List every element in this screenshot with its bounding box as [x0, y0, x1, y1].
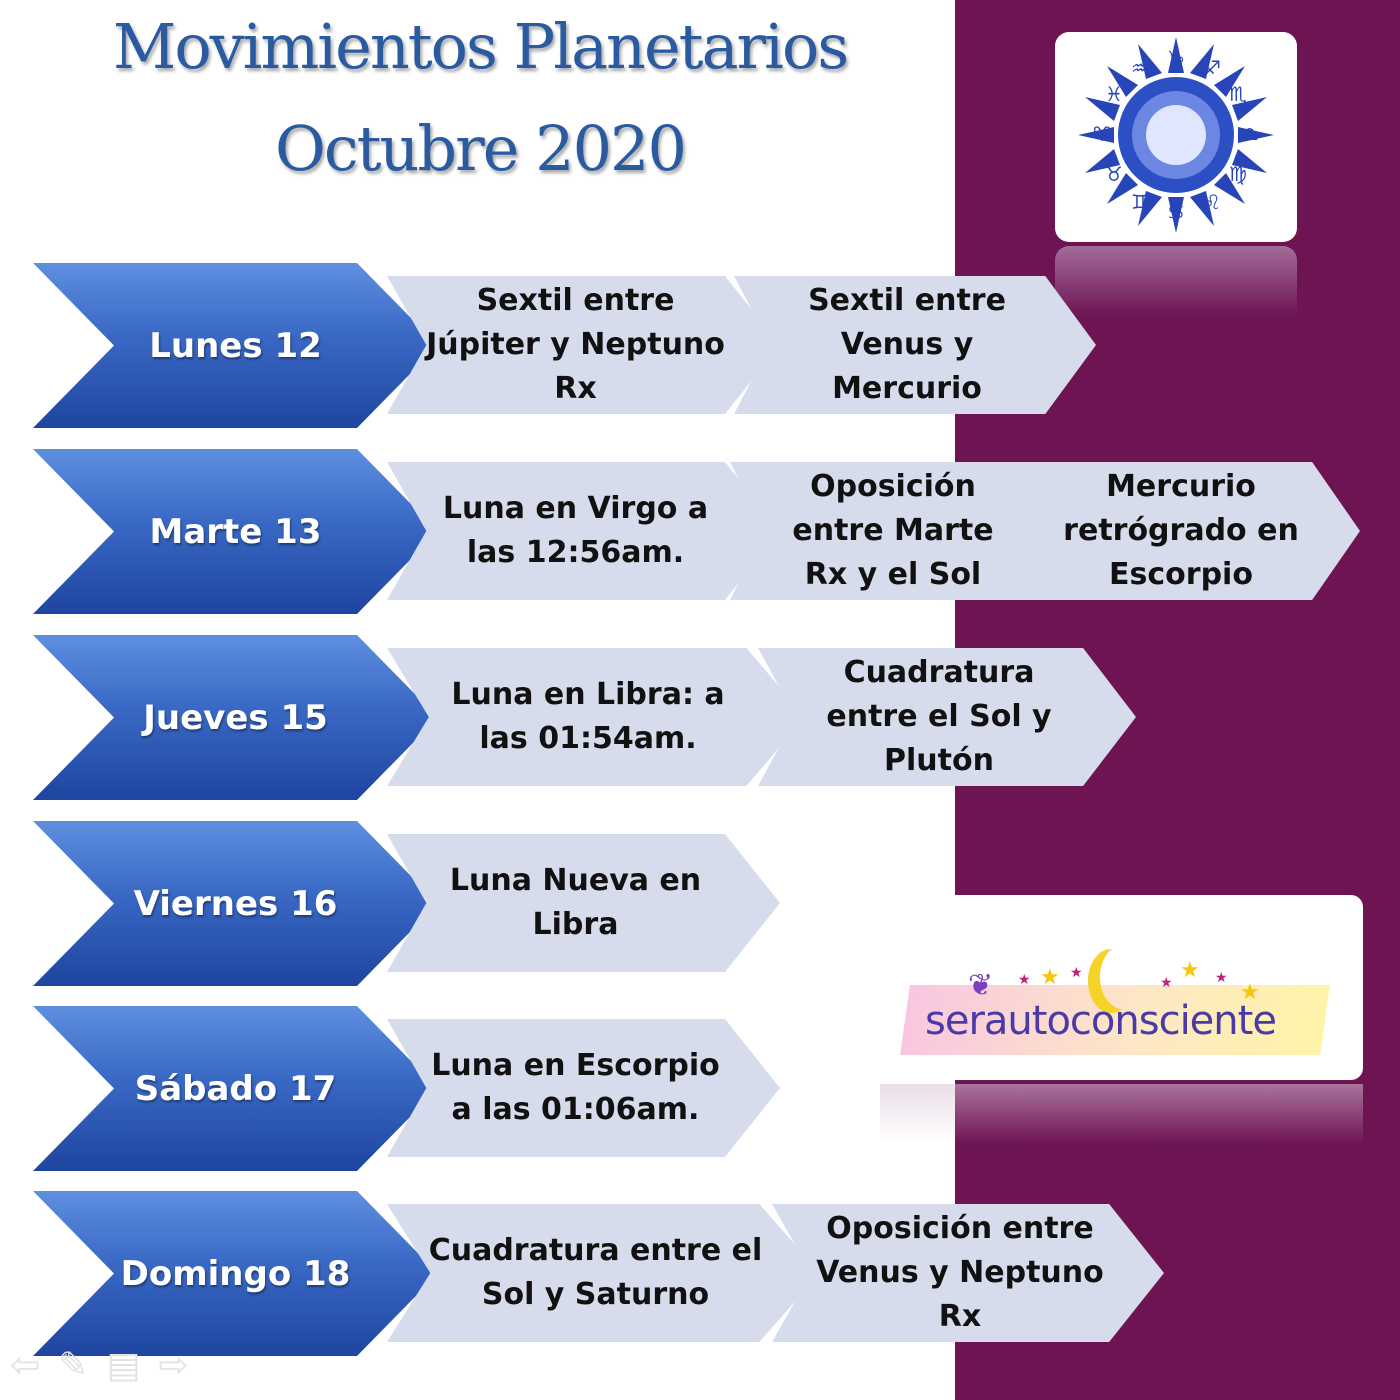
star-icon: ★: [1215, 970, 1228, 986]
event-label: Cuadratura entre el Sol y Saturno: [428, 1233, 763, 1312]
event-label: Sextil entre Júpiter y Neptuno Rx: [426, 283, 725, 406]
event-chevron: Oposición entre Marte Rx y el Sol: [730, 462, 1072, 600]
slideshow-nav-controls[interactable]: ⇦✎▤⇨: [10, 1345, 207, 1386]
day-label: Viernes 16: [133, 883, 338, 924]
day-label: Sábado 17: [134, 1068, 337, 1109]
event-chevron: Cuadratura entre el Sol y Plutón: [758, 648, 1136, 786]
svg-text:♈: ♈: [1093, 122, 1111, 146]
svg-text:♓: ♓: [1105, 82, 1123, 106]
svg-text:♉: ♉: [1105, 162, 1123, 186]
pen-icon[interactable]: ✎: [58, 1345, 107, 1386]
brand-reflection: [880, 1084, 1363, 1144]
svg-text:♊: ♊: [1131, 190, 1149, 214]
page-title: Movimientos Planetarios: [112, 10, 849, 83]
svg-text:♏: ♏: [1229, 82, 1247, 106]
event-label: Luna en Escorpio a las 01:06am.: [431, 1048, 720, 1127]
butterfly-icon: ❦: [968, 968, 994, 1003]
event-chevron: Cuadratura entre el Sol y Saturno: [387, 1204, 820, 1342]
day-chevron-martes: Marte 13: [33, 449, 438, 614]
star-icon: ★: [1180, 958, 1200, 983]
brand-logo-text: serautoconsciente: [925, 998, 1277, 1044]
day-chevron-viernes: Viernes 16: [33, 821, 438, 986]
svg-text:♒: ♒: [1131, 56, 1149, 80]
previous-arrow-icon[interactable]: ⇦: [10, 1345, 59, 1386]
star-icon: ★: [1160, 975, 1173, 991]
day-label: Marte 13: [149, 511, 322, 552]
zodiac-logo: ♑ ♐ ♏ ♎ ♍ ♌ ♋ ♊ ♉ ♈ ♓ ♒: [1055, 32, 1297, 242]
day-chevron-lunes: Lunes 12: [33, 263, 438, 428]
event-chevron: Luna en Libra: a las 01:54am.: [387, 648, 805, 786]
event-chevron: Luna en Escorpio a las 01:06am.: [387, 1019, 780, 1157]
event-chevron: Mercurio retrógrado en Escorpio: [1018, 462, 1360, 600]
day-chevron-jueves: Jueves 15: [33, 635, 438, 800]
star-icon: ★: [1018, 972, 1031, 988]
day-label: Lunes 12: [149, 325, 322, 366]
event-label: Oposición entre Venus y Neptuno Rx: [816, 1211, 1104, 1334]
day-chevron-domingo: Domingo 18: [33, 1191, 438, 1356]
event-label: Cuadratura entre el Sol y Plutón: [826, 655, 1052, 778]
event-chevron: Luna Nueva en Libra: [387, 834, 780, 972]
day-label: Domingo 18: [120, 1253, 351, 1294]
svg-text:♎: ♎: [1241, 122, 1259, 146]
star-icon: ★: [1070, 965, 1083, 981]
svg-text:♐: ♐: [1203, 56, 1221, 80]
event-label: Luna Nueva en Libra: [449, 863, 702, 942]
event-chevron: Luna en Virgo a las 12:56am.: [387, 462, 780, 600]
svg-text:♌: ♌: [1203, 190, 1221, 214]
event-label: Luna en Libra: a las 01:54am.: [451, 677, 725, 756]
event-chevron: Oposición entre Venus y Neptuno Rx: [772, 1204, 1164, 1342]
svg-text:♋: ♋: [1167, 200, 1185, 224]
svg-text:♍: ♍: [1229, 162, 1247, 186]
day-label: Jueves 15: [143, 697, 328, 738]
event-chevron: Sextil entre Venus y Mercurio: [734, 276, 1096, 414]
event-label: Luna en Virgo a las 12:56am.: [442, 491, 709, 570]
logo-reflection: [1055, 246, 1297, 316]
event-chevron: Sextil entre Júpiter y Neptuno Rx: [387, 276, 780, 414]
star-icon: ★: [1040, 965, 1060, 990]
page-subtitle: Octubre 2020: [275, 112, 687, 185]
menu-icon[interactable]: ▤: [106, 1345, 159, 1386]
next-arrow-icon[interactable]: ⇨: [158, 1345, 207, 1386]
event-label: Oposición entre Marte Rx y el Sol: [792, 469, 994, 592]
star-icon: ★: [1240, 980, 1260, 1005]
zodiac-wheel-icon: ♑ ♐ ♏ ♎ ♍ ♌ ♋ ♊ ♉ ♈ ♓ ♒: [1078, 37, 1274, 233]
svg-text:♑: ♑: [1167, 46, 1185, 70]
event-label: Mercurio retrógrado en Escorpio: [1063, 469, 1299, 592]
day-chevron-sabado: Sábado 17: [33, 1006, 438, 1171]
event-label: Sextil entre Venus y Mercurio: [808, 283, 1006, 406]
